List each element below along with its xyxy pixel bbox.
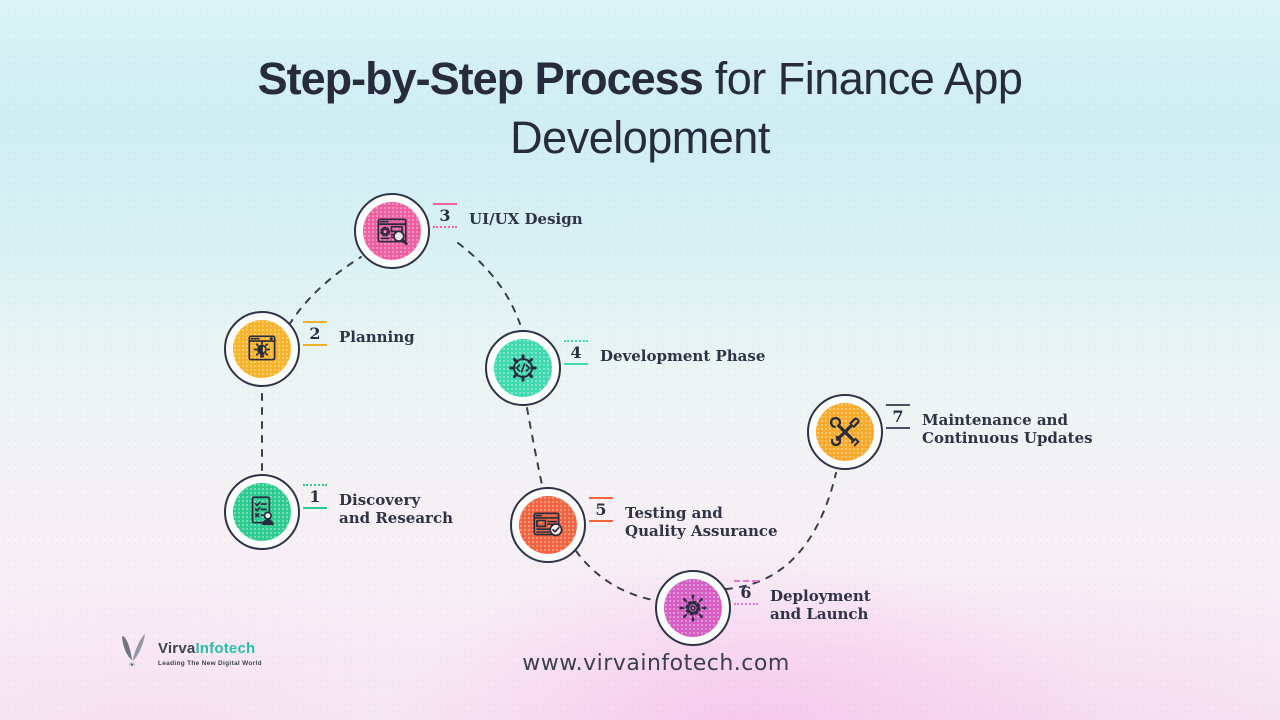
- step-1-topline: [303, 484, 327, 486]
- connector-6-7: [725, 472, 837, 590]
- title-line2: Development: [510, 111, 770, 163]
- step-3-badge: [354, 193, 430, 269]
- virva-bird-logo-icon: [122, 634, 145, 667]
- step-2-planning: 2 Planning: [224, 311, 415, 387]
- logo-name: VirvaInfotech: [158, 640, 256, 657]
- step-1-discovery: 1 Discovery and Research: [224, 474, 453, 550]
- connector-5-6: [575, 550, 654, 601]
- step-2-topline: [303, 321, 327, 323]
- step-6-topline: [734, 580, 758, 582]
- step-4-number: 4: [570, 343, 582, 362]
- step-7-title: Maintenance and Continuous Updates: [922, 411, 1093, 447]
- checklist-person-icon: [251, 496, 274, 526]
- step-5-number: 5: [595, 500, 607, 519]
- step-4-topline: [564, 340, 588, 342]
- step-7-label: 7 Maintenance and Continuous Updates: [885, 404, 1093, 447]
- step-7-badge: [807, 394, 883, 470]
- step-1-number: 1: [309, 487, 321, 506]
- step-3-bottomline: [433, 226, 457, 228]
- browser-gear-search-icon: [377, 218, 408, 246]
- step-4-bottomline: [564, 363, 588, 365]
- connector-3-4: [457, 242, 521, 325]
- connector-4-5: [526, 407, 543, 486]
- step-7-topline: [886, 404, 910, 406]
- step-6-label: 6 Deployment and Launch: [733, 580, 871, 623]
- step-4-label: 4 Development Phase: [563, 340, 765, 365]
- step-4-badge: [485, 330, 561, 406]
- title-regular-part: for Finance App: [702, 53, 1023, 104]
- step-5-testing-qa: 5 Testing and Quality Assurance: [510, 487, 778, 563]
- step-6-title: Deployment and Launch: [770, 587, 871, 623]
- company-logo: VirvaInfotech Leading The New Digital Wo…: [116, 634, 262, 676]
- step-6-deployment-launch: 6 Deployment and Launch: [655, 570, 871, 646]
- step-1-badge: [224, 474, 300, 550]
- step-5-label: 5 Testing and Quality Assurance: [588, 497, 778, 540]
- step-1-title: Discovery and Research: [339, 491, 453, 527]
- connector-2-3: [288, 256, 362, 326]
- step-4-title: Development Phase: [600, 347, 766, 365]
- step-3-title: UI/UX Design: [469, 210, 583, 228]
- step-2-label: 2 Planning: [302, 321, 415, 346]
- step-6-number: 6: [740, 583, 752, 602]
- browser-lightbulb-icon: [248, 335, 276, 361]
- browser-checkmark-icon: [533, 512, 563, 537]
- step-3-number: 3: [439, 206, 451, 225]
- step-2-title: Planning: [339, 328, 415, 346]
- step-1-bottomline: [303, 507, 327, 509]
- step-7-number: 7: [892, 407, 904, 426]
- title-bold-part: Step-by-Step Process: [257, 53, 704, 104]
- step-3-topline: [433, 203, 457, 205]
- step-5-topline: [589, 497, 613, 499]
- step-6-badge: [655, 570, 731, 646]
- step-5-badge: [510, 487, 586, 563]
- step-4-development-phase: 4 Development Phase: [485, 330, 765, 406]
- gear-arrows-icon: [678, 593, 708, 623]
- step-2-number: 2: [309, 324, 321, 343]
- step-1-label: 1 Discovery and Research: [302, 484, 453, 527]
- step-5-title: Testing and Quality Assurance: [625, 504, 778, 540]
- step-5-bottomline: [589, 520, 613, 522]
- step-6-bottomline: [734, 603, 758, 605]
- step-3-label: 3 UI/UX Design: [432, 203, 583, 228]
- step-7-maintenance-updates: 7 Maintenance and Continuous Updates: [807, 394, 1093, 470]
- logo-tagline: Leading The New Digital World: [158, 660, 262, 667]
- step-2-bottomline: [303, 344, 327, 346]
- step-3-uiux-design: 3 UI/UX Design: [354, 193, 583, 269]
- step-2-badge: [224, 311, 300, 387]
- website-url: www.virvainfotech.com: [522, 651, 790, 676]
- step-7-bottomline: [886, 427, 910, 429]
- gear-code-icon: [509, 354, 537, 382]
- crossed-tools-icon: [829, 416, 860, 447]
